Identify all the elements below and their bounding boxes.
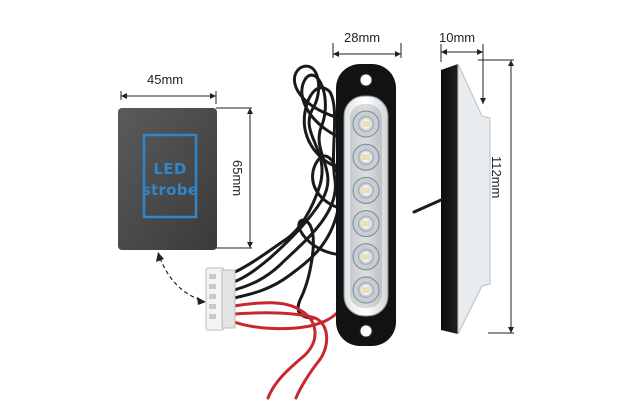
module-width-label: 45mm xyxy=(147,72,184,87)
strobe-control-module xyxy=(118,108,217,250)
red-wires xyxy=(232,301,340,400)
light-front-housing xyxy=(336,64,396,346)
led-chip xyxy=(362,121,370,127)
led-chip xyxy=(362,287,370,293)
led-chip xyxy=(362,253,370,260)
module-height-label: 65mm xyxy=(230,160,245,197)
black-wires xyxy=(232,64,349,320)
led-chip xyxy=(362,187,370,194)
wire-connector xyxy=(205,267,236,331)
led-chip xyxy=(362,220,370,227)
light-side-view xyxy=(412,63,491,335)
light-depth-label: 10mm xyxy=(439,30,476,45)
dimension-arrows xyxy=(121,49,514,333)
dimension-lines xyxy=(120,43,514,334)
led-chip xyxy=(362,154,370,161)
led-array xyxy=(352,110,380,304)
light-height-label: 112mm xyxy=(489,156,504,199)
connection-indicator-arrow xyxy=(156,252,206,305)
light-width-label: 28mm xyxy=(344,30,381,45)
